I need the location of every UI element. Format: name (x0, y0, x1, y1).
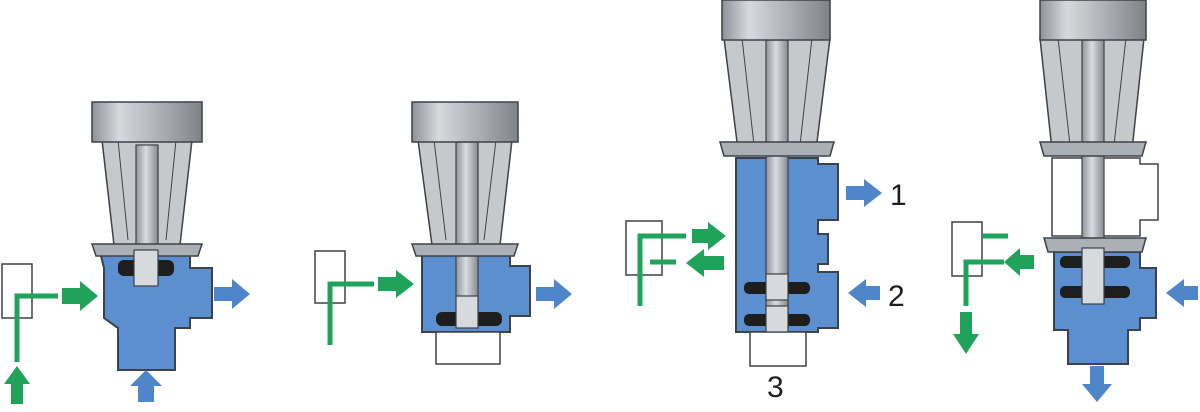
valve-1-air-line (14, 293, 58, 362)
valve-4-actuator-head (1039, 0, 1147, 41)
valve-1-actuator-head (91, 101, 203, 143)
valve-4-inlet-arrow (1166, 279, 1198, 307)
valve-2-stem (455, 141, 479, 321)
valve-3-lower-plug (765, 305, 789, 333)
valve-4-plug (1081, 247, 1105, 305)
valve-1-air-arrow-up (4, 366, 30, 404)
valve-3-outlet-arrow (846, 179, 882, 207)
valve-3-air-line-top (637, 233, 686, 306)
valve-4-outlet-arrow (1082, 366, 1112, 402)
valve-4-air-arrow-down (953, 312, 979, 354)
valve-4-clamp-middle (1043, 237, 1147, 253)
valve-2-bottom-port (435, 331, 501, 365)
valve-4-air-arrow-out (1004, 248, 1034, 276)
label-bottom-3: 3 (767, 371, 784, 404)
valve-3-air-arrow-out (686, 249, 724, 277)
valve-2-plug (455, 295, 479, 329)
label-outlet-1: 1 (890, 179, 907, 212)
valve-3-inlet-arrow (848, 279, 880, 307)
valve-4-air-line-main (963, 259, 1004, 306)
valve-1-stem (135, 144, 159, 256)
valve-2-outlet-arrow (536, 279, 572, 309)
label-inlet-2: 2 (888, 280, 905, 313)
valve-1-outlet-arrow (214, 279, 250, 309)
valve-3-actuator-head (721, 0, 831, 41)
valve-3: 1 2 3 (625, 0, 907, 404)
valve-2-air-arrow-in (378, 270, 414, 298)
valve-3-solenoid-block (625, 220, 663, 276)
valve-3-bottom-port (749, 331, 807, 367)
valve-3-air-arrow-in (692, 222, 726, 250)
valve-2-air-line (327, 281, 374, 345)
valve-2 (314, 101, 572, 365)
valve-1 (1, 101, 250, 404)
valve-1-air-arrow-in (62, 281, 98, 311)
valve-1-plug (133, 249, 159, 287)
valve-4-clamp-top (1039, 141, 1147, 157)
valve-2-clamp (410, 243, 520, 257)
valve-2-actuator-head (411, 101, 519, 143)
valve-1-inlet-arrow (130, 370, 162, 402)
valve-3-clamp (719, 141, 835, 157)
valve-4-upper-body (1051, 157, 1159, 237)
valve-1-body (98, 251, 213, 371)
valve-4-lower-body (1053, 251, 1157, 365)
valve-3-upper-plug (765, 273, 789, 301)
valve-4 (951, 0, 1198, 402)
